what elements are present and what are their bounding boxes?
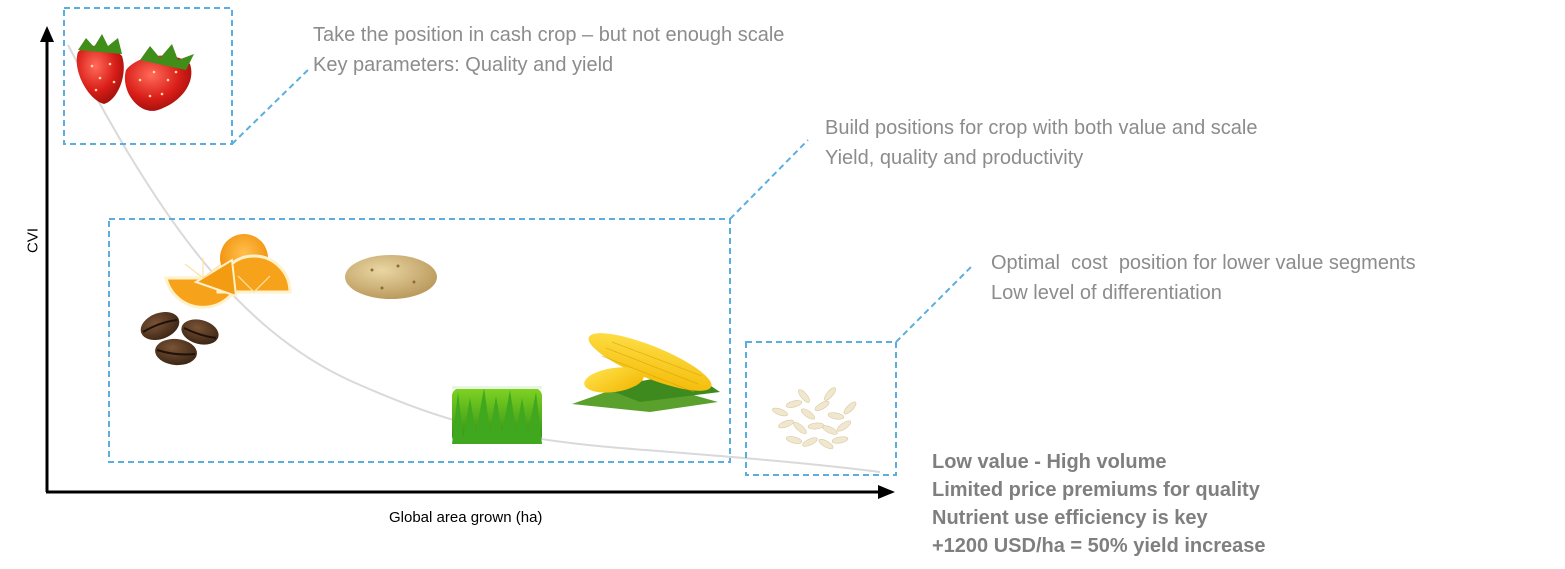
potato-icon <box>345 255 437 299</box>
cash-crop-line-1: Take the position in cash crop – but not… <box>313 24 785 46</box>
low-value-line-1: Optimal cost position for lower value se… <box>991 252 1416 274</box>
low-value-box <box>745 341 897 476</box>
summary-line-2: Limited price premiums for quality <box>932 479 1260 501</box>
value-and-scale-connector <box>729 139 809 220</box>
summary-line-4: +1200 USD/ha = 50% yield increase <box>932 535 1266 557</box>
cash-crop-box <box>63 7 233 145</box>
grass-icon <box>452 386 542 444</box>
value-and-scale-annotation: Build positions for crop with both value… <box>825 113 1257 173</box>
cvi-curve <box>67 44 881 473</box>
y-axis-arrow-icon <box>40 26 54 42</box>
cash-crop-connector <box>231 67 311 145</box>
y-axis-label: CVI <box>24 228 42 254</box>
strawberry-icon <box>76 34 194 111</box>
orange-icon <box>164 234 292 309</box>
rice-icon <box>772 387 857 450</box>
summary-line-1: Low value - High volume <box>932 451 1167 473</box>
low-value-annotation: Optimal cost position for lower value se… <box>991 248 1416 308</box>
cash-crop-line-2: Key parameters: Quality and yield <box>313 54 614 76</box>
value-and-scale-box <box>108 218 731 463</box>
low-value-line-2: Low level of differentiation <box>991 282 1222 304</box>
cash-crop-annotation: Take the position in cash crop – but not… <box>313 20 784 80</box>
summary-block: Low value - High volume Limited price pr… <box>932 448 1266 560</box>
x-axis-arrow-icon <box>878 485 895 499</box>
summary-line-3: Nutrient use efficiency is key <box>932 507 1208 529</box>
value-and-scale-line-1: Build positions for crop with both value… <box>825 117 1258 139</box>
corn-icon <box>572 333 720 412</box>
coffee-beans-icon <box>140 311 219 366</box>
low-value-connector <box>895 265 973 343</box>
x-axis-label: Global area grown (ha) <box>389 509 543 526</box>
value-and-scale-line-2: Yield, quality and productivity <box>825 147 1084 169</box>
